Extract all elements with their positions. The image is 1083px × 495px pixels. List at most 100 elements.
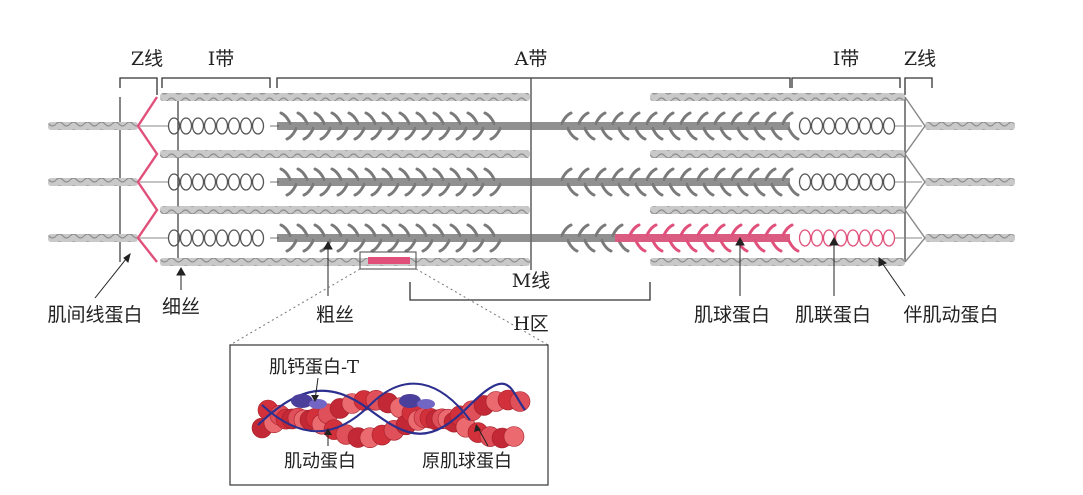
myosin-head bbox=[583, 183, 596, 197]
myosin-head bbox=[279, 111, 292, 125]
myosin-head bbox=[566, 239, 579, 253]
myosin-head bbox=[645, 167, 658, 181]
myosin-head bbox=[713, 167, 726, 181]
nebulin-label: 伴肌动蛋白 bbox=[903, 304, 998, 326]
myosin-head bbox=[313, 223, 326, 237]
myosin-head bbox=[662, 111, 675, 125]
myosin-head bbox=[279, 223, 292, 237]
myosin-head bbox=[455, 183, 468, 197]
zoom-line-left bbox=[229, 268, 361, 346]
myosin-head bbox=[679, 167, 692, 181]
myosin-head bbox=[560, 223, 573, 237]
titin-label: 肌联蛋白 bbox=[795, 304, 871, 326]
titin-spring-right-3 bbox=[798, 229, 896, 247]
myosin-head bbox=[302, 183, 315, 197]
z-line-left-bracket bbox=[119, 77, 158, 95]
myosin-head bbox=[730, 111, 743, 125]
myosin-head bbox=[617, 183, 630, 197]
titin-spring-left-3 bbox=[167, 229, 265, 247]
myosin-head bbox=[336, 127, 349, 141]
myosin-head bbox=[764, 223, 777, 237]
myosin-head bbox=[313, 111, 326, 125]
myosin-head bbox=[449, 111, 462, 125]
myosin-head bbox=[651, 127, 664, 141]
myosin-head bbox=[353, 183, 366, 197]
myosin-head bbox=[651, 183, 664, 197]
myosin-head bbox=[438, 183, 451, 197]
myosin-head bbox=[319, 127, 332, 141]
myosin-head bbox=[730, 167, 743, 181]
myosin-head bbox=[489, 127, 502, 141]
myosin-head bbox=[651, 239, 664, 253]
thin-filaments bbox=[48, 93, 1015, 266]
myosin-head bbox=[628, 111, 641, 125]
myosin-head bbox=[483, 167, 496, 181]
myosin-head bbox=[764, 167, 777, 181]
myosin-head bbox=[719, 127, 732, 141]
myosin-head bbox=[696, 167, 709, 181]
titin-springs bbox=[140, 117, 922, 247]
i-band-right-bracket bbox=[791, 77, 901, 88]
outer-thin-left-2 bbox=[48, 178, 138, 186]
z-line-left-zigzag bbox=[136, 96, 159, 263]
myosin-head bbox=[702, 127, 715, 141]
myosin-head bbox=[566, 127, 579, 141]
myosin-head bbox=[781, 111, 794, 125]
myosin-head bbox=[466, 111, 479, 125]
myosin-head bbox=[364, 111, 377, 125]
myosin-head bbox=[645, 223, 658, 237]
myosin-head bbox=[347, 111, 360, 125]
myosin-head bbox=[770, 127, 783, 141]
myosin-head bbox=[370, 239, 383, 253]
myosin-head bbox=[313, 167, 326, 181]
myosin-head bbox=[296, 167, 309, 181]
myosin-head bbox=[736, 127, 749, 141]
myosin-head bbox=[381, 223, 394, 237]
z-line-right-label: Z线 bbox=[904, 48, 936, 70]
tropomyosin-label: 原肌球蛋白 bbox=[422, 451, 512, 472]
a-band-bracket bbox=[276, 77, 791, 88]
titin-spring-left-2 bbox=[167, 173, 265, 191]
myosin-head bbox=[381, 111, 394, 125]
titin-spring-left-1 bbox=[167, 117, 265, 135]
myosin-head bbox=[577, 111, 590, 125]
thick-filament-2 bbox=[277, 167, 800, 197]
troponin-t-label: 肌钙蛋白-T bbox=[269, 357, 359, 378]
thick-filaments bbox=[277, 111, 800, 253]
myosin-head bbox=[747, 111, 760, 125]
tropomyosin-strand-2 bbox=[261, 382, 471, 433]
myosin-head bbox=[353, 127, 366, 141]
myosin-head bbox=[668, 127, 681, 141]
myosin-head bbox=[489, 183, 502, 197]
myosin-head bbox=[764, 111, 777, 125]
myosin-head bbox=[381, 167, 394, 181]
myosin-head bbox=[449, 167, 462, 181]
thin-filament-left-3 bbox=[160, 206, 530, 214]
i-band-left-bracket bbox=[161, 77, 271, 88]
myosin-head bbox=[279, 167, 292, 181]
myosin-head bbox=[685, 183, 698, 197]
troponin-complex-2 bbox=[399, 394, 435, 409]
alpha-actinin-pointer bbox=[94, 253, 131, 299]
myosin-head bbox=[770, 183, 783, 197]
myosin-head bbox=[634, 183, 647, 197]
myosin-head bbox=[594, 167, 607, 181]
myosin-head bbox=[449, 223, 462, 237]
myosin-head bbox=[455, 127, 468, 141]
myosin-head bbox=[483, 223, 496, 237]
myosin-head bbox=[404, 239, 417, 253]
actin-label: 肌动蛋白 bbox=[284, 451, 356, 472]
myosin-head bbox=[696, 111, 709, 125]
nebulin-pointer bbox=[879, 259, 906, 297]
titin-spring-right-1 bbox=[798, 117, 896, 135]
thin-filament-right-2 bbox=[650, 150, 905, 158]
myosin-head bbox=[583, 239, 596, 253]
myosin-head bbox=[736, 183, 749, 197]
myosin-head bbox=[302, 127, 315, 141]
myosin-head bbox=[336, 183, 349, 197]
myosin-head bbox=[387, 183, 400, 197]
myosin-head bbox=[370, 127, 383, 141]
myosin-head bbox=[645, 111, 658, 125]
myosin-head bbox=[753, 239, 766, 253]
thin-filament-left-1 bbox=[160, 93, 530, 101]
